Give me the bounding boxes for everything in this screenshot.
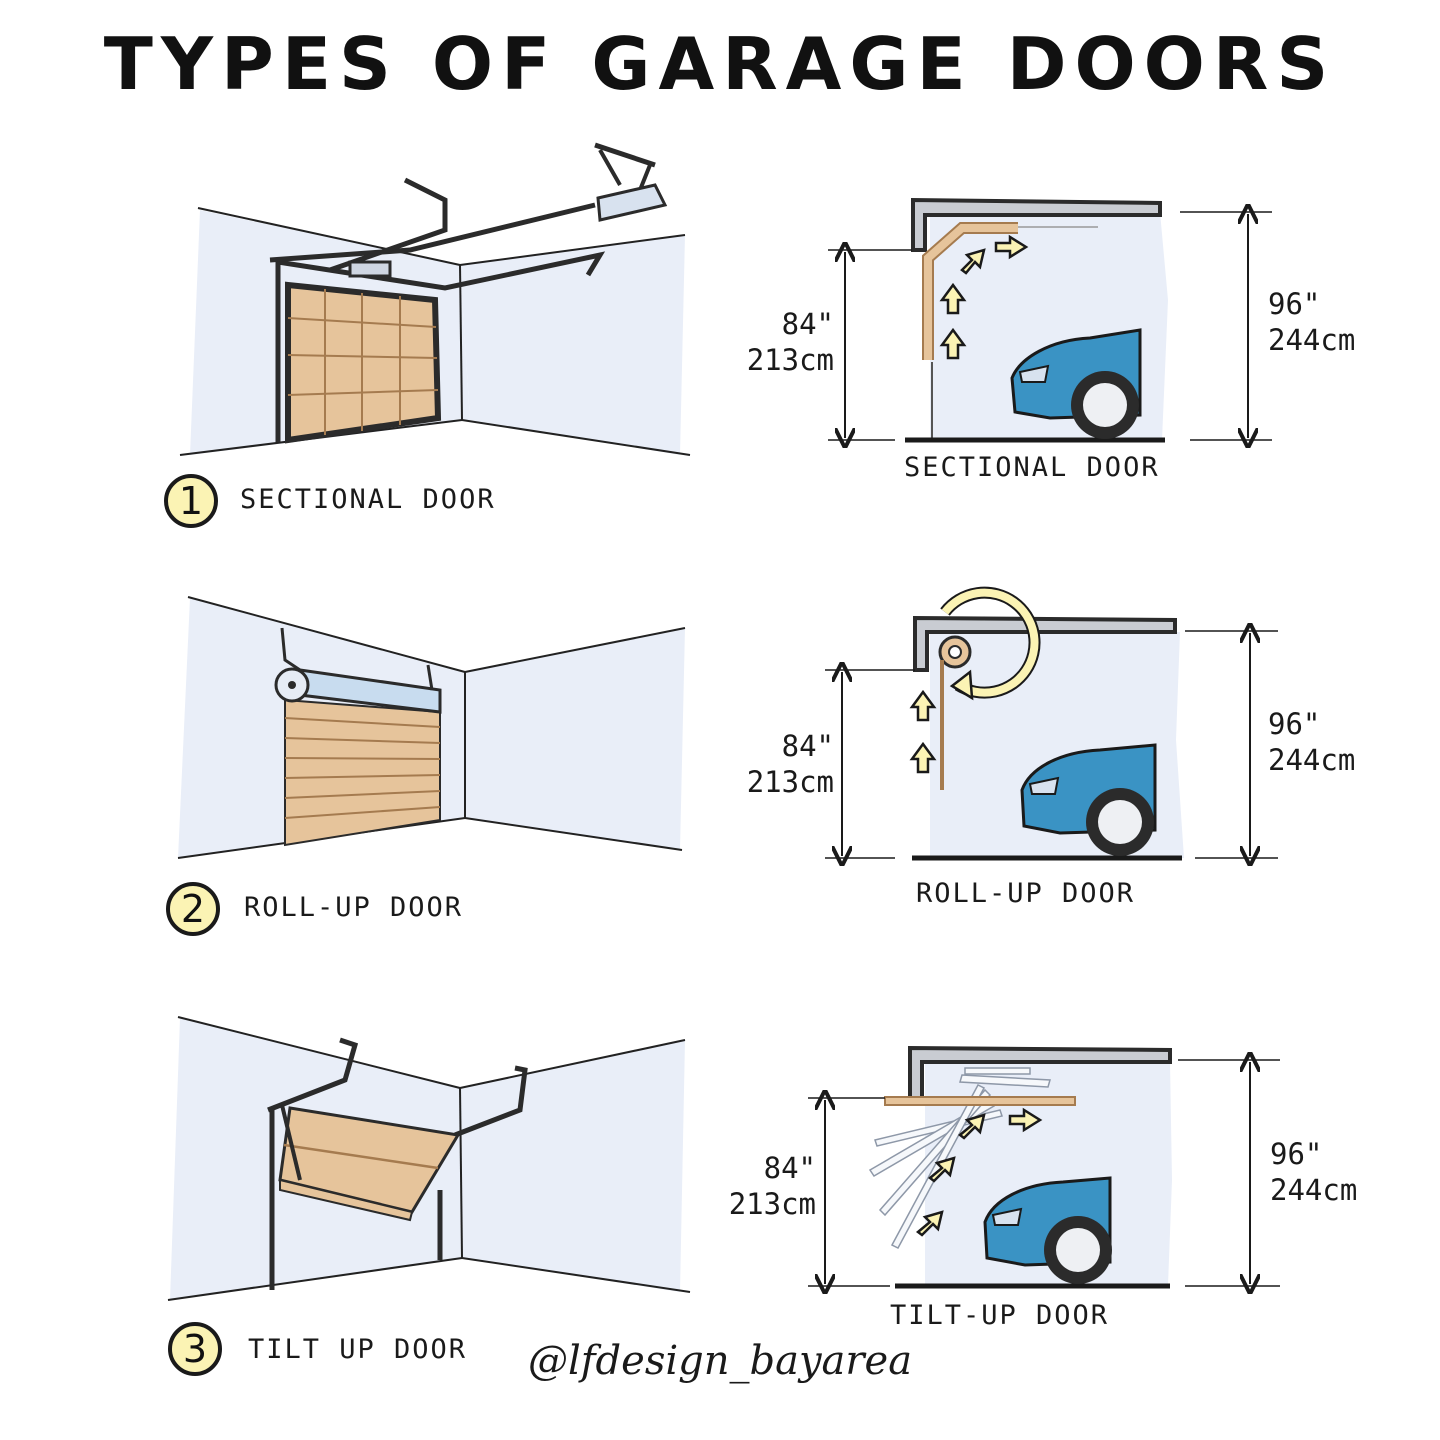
tiltup-door-perspective xyxy=(167,1016,691,1301)
row-label-sectional: SECTIONAL DOOR xyxy=(240,484,496,515)
author-credit: @lfdesign_bayarea xyxy=(527,1338,913,1384)
ceiling-height-in: 96" xyxy=(1270,1137,1323,1171)
tiltup-door-section xyxy=(808,1045,1280,1286)
ceiling-height-sectional: 96" 244cm xyxy=(1268,286,1355,358)
number-badge-2: 2 xyxy=(166,882,220,936)
ceiling-height-cm: 244cm xyxy=(1270,1173,1358,1207)
door-height-sectional: 84" 213cm xyxy=(712,306,834,378)
door-height-in: 84" xyxy=(763,1151,816,1185)
rollup-door-section xyxy=(825,586,1278,858)
ceiling-height-cm: 244cm xyxy=(1268,743,1356,777)
number-badge-1: 1 xyxy=(164,474,218,528)
ceiling-height-cm: 244cm xyxy=(1268,323,1356,357)
diagram-label-sectional: SECTIONAL DOOR xyxy=(904,452,1160,483)
number-badge-3: 3 xyxy=(168,1322,222,1376)
door-height-cm: 213cm xyxy=(728,1187,816,1221)
sectional-door-perspective xyxy=(179,142,691,456)
car-icon xyxy=(983,1176,1112,1284)
motion-arrows xyxy=(915,1107,1043,1237)
ceiling-height-in: 96" xyxy=(1268,707,1321,741)
ceiling-height-tiltup: 96" 244cm xyxy=(1270,1136,1357,1208)
car-icon xyxy=(1020,743,1157,856)
door-height-tiltup: 84" 213cm xyxy=(694,1150,816,1222)
diagram-label-rollup: ROLL-UP DOOR xyxy=(916,878,1136,909)
door-height-cm: 213cm xyxy=(746,343,834,377)
door-height-cm: 213cm xyxy=(746,765,834,799)
motion-arrows xyxy=(909,689,937,774)
row-label-tiltup: TILT UP DOOR xyxy=(248,1334,468,1365)
row-label-rollup: ROLL-UP DOOR xyxy=(244,892,464,923)
page-title: TYPES OF GARAGE DOORS xyxy=(103,22,1337,106)
ceiling-height-in: 96" xyxy=(1268,287,1321,321)
rollup-door-perspective xyxy=(177,596,686,859)
car-icon xyxy=(1010,328,1142,439)
door-height-in: 84" xyxy=(781,307,834,341)
diagram-label-tiltup: TILT-UP DOOR xyxy=(890,1300,1110,1331)
ceiling-height-rollup: 96" 244cm xyxy=(1268,706,1355,778)
motion-trail xyxy=(868,1067,1051,1249)
motion-arrows xyxy=(939,234,1029,360)
door-height-in: 84" xyxy=(781,729,834,763)
door-height-rollup: 84" 213cm xyxy=(712,728,834,800)
sectional-door-section xyxy=(828,197,1272,440)
garage-opener-icon xyxy=(594,142,668,222)
